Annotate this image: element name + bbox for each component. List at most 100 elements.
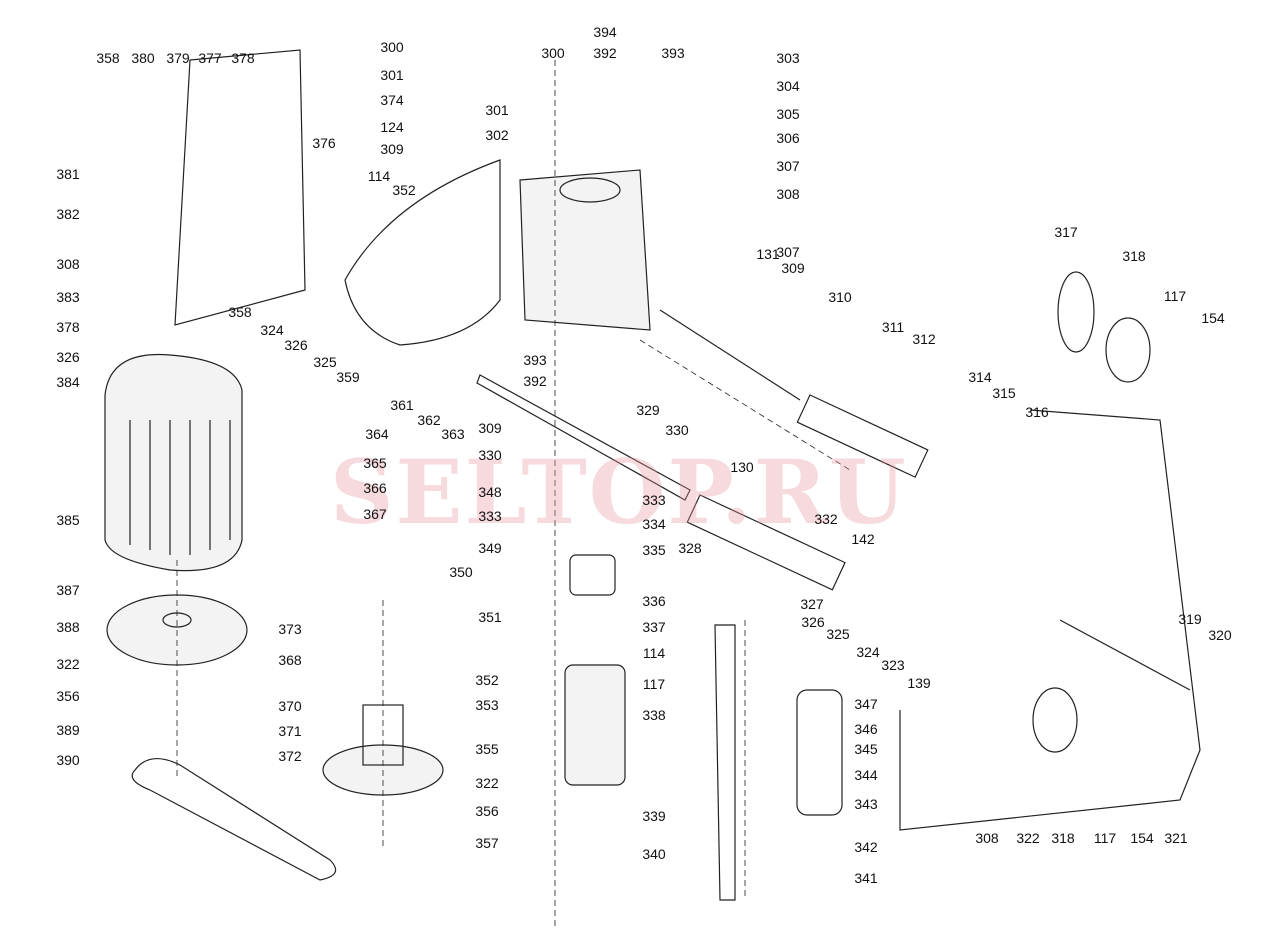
part-number-label: 392 — [523, 373, 547, 389]
spindle-sleeve-icon — [564, 664, 626, 786]
part-number-label: 308 — [776, 186, 800, 202]
part-number-label: 326 — [284, 337, 308, 353]
part-number-label: 117 — [1163, 288, 1187, 304]
part-number-label: 114 — [642, 645, 666, 661]
part-number-label: 343 — [854, 796, 878, 812]
part-number-label: 381 — [56, 166, 80, 182]
tilt-quadrant-icon — [344, 159, 501, 346]
part-number-label: 372 — [278, 748, 302, 764]
part-number-label: 300 — [380, 39, 404, 55]
gear-icon — [1057, 271, 1095, 353]
part-number-label: 338 — [642, 707, 666, 723]
part-number-label: 389 — [56, 722, 80, 738]
mount-plate-icon — [174, 49, 306, 326]
part-number-label: 300 — [541, 45, 565, 61]
part-number-label: 365 — [363, 455, 387, 471]
part-number-label: 349 — [478, 540, 502, 556]
part-number-label: 324 — [260, 322, 284, 338]
part-number-label: 330 — [478, 447, 502, 463]
part-number-label: 353 — [475, 697, 499, 713]
part-number-label: 384 — [56, 374, 80, 390]
part-number-label: 322 — [56, 656, 80, 672]
part-number-label: 348 — [478, 484, 502, 500]
part-number-label: 301 — [485, 102, 509, 118]
part-number-label: 378 — [231, 50, 255, 66]
column-icon — [686, 494, 846, 591]
part-number-label: 303 — [776, 50, 800, 66]
part-number-label: 322 — [475, 775, 499, 791]
part-number-label: 308 — [975, 830, 999, 846]
part-number-label: 356 — [475, 803, 499, 819]
part-number-label: 355 — [475, 741, 499, 757]
part-number-label: 358 — [228, 304, 252, 320]
part-number-label: 307 — [776, 158, 800, 174]
watermark: SELTOP.RU — [330, 440, 908, 544]
part-number-label: 316 — [1025, 404, 1049, 420]
part-number-label: 377 — [198, 50, 222, 66]
part-number-label: 142 — [851, 531, 875, 547]
part-number-label: 320 — [1208, 627, 1232, 643]
part-number-label: 352 — [475, 672, 499, 688]
part-number-label: 359 — [336, 369, 360, 385]
tube-icon — [796, 394, 929, 478]
part-number-label: 370 — [278, 698, 302, 714]
part-number-label: 340 — [642, 846, 666, 862]
part-number-label: 117 — [642, 676, 666, 692]
part-number-label: 361 — [390, 397, 414, 413]
part-number-label: 301 — [380, 67, 404, 83]
part-number-label: 139 — [907, 675, 931, 691]
part-number-label: 356 — [56, 688, 80, 704]
part-number-label: 333 — [478, 508, 502, 524]
part-number-label: 325 — [313, 354, 337, 370]
part-number-label: 309 — [478, 420, 502, 436]
part-number-label: 352 — [392, 182, 416, 198]
rack-shaft-icon — [476, 374, 691, 501]
part-number-label: 368 — [278, 652, 302, 668]
part-number-label: 305 — [776, 106, 800, 122]
belt-icon — [131, 758, 337, 881]
spring-stack-icon — [796, 689, 843, 816]
part-number-label: 314 — [968, 369, 992, 385]
part-number-label: 312 — [912, 331, 936, 347]
part-number-label: 328 — [678, 540, 702, 556]
part-number-label: 337 — [642, 619, 666, 635]
part-number-label: 308 — [56, 256, 80, 272]
part-number-label: 393 — [661, 45, 685, 61]
part-number-label: 310 — [828, 289, 852, 305]
part-number-label: 304 — [776, 78, 800, 94]
part-number-label: 319 — [1178, 611, 1202, 627]
part-number-label: 333 — [642, 492, 666, 508]
part-number-label: 323 — [881, 657, 905, 673]
part-number-label: 317 — [1054, 224, 1078, 240]
part-number-label: 329 — [636, 402, 660, 418]
table-icon — [899, 409, 1201, 831]
part-number-label: 341 — [854, 870, 878, 886]
part-number-label: 330 — [665, 422, 689, 438]
part-number-label: 383 — [56, 289, 80, 305]
part-number-label: 306 — [776, 130, 800, 146]
part-number-label: 363 — [441, 426, 465, 442]
part-number-label: 385 — [56, 512, 80, 528]
part-number-label: 387 — [56, 582, 80, 598]
part-number-label: 130 — [730, 459, 754, 475]
part-number-label: 117 — [1093, 830, 1117, 846]
part-number-label: 339 — [642, 808, 666, 824]
part-number-label: 311 — [881, 319, 905, 335]
part-number-label: 114 — [367, 168, 391, 184]
part-number-label: 366 — [363, 480, 387, 496]
part-number-label: 154 — [1130, 830, 1154, 846]
part-number-label: 315 — [992, 385, 1016, 401]
part-number-label: 392 — [593, 45, 617, 61]
part-number-label: 364 — [365, 426, 389, 442]
handwheel-lower-icon — [1032, 687, 1078, 753]
part-number-label: 351 — [478, 609, 502, 625]
part-number-label: 342 — [854, 839, 878, 855]
part-number-label: 374 — [380, 92, 404, 108]
part-number-label: 371 — [278, 723, 302, 739]
part-number-label: 367 — [363, 506, 387, 522]
handwheel-icon — [1105, 317, 1151, 383]
part-number-label: 318 — [1051, 830, 1075, 846]
part-number-label: 357 — [475, 835, 499, 851]
part-number-label: 390 — [56, 752, 80, 768]
